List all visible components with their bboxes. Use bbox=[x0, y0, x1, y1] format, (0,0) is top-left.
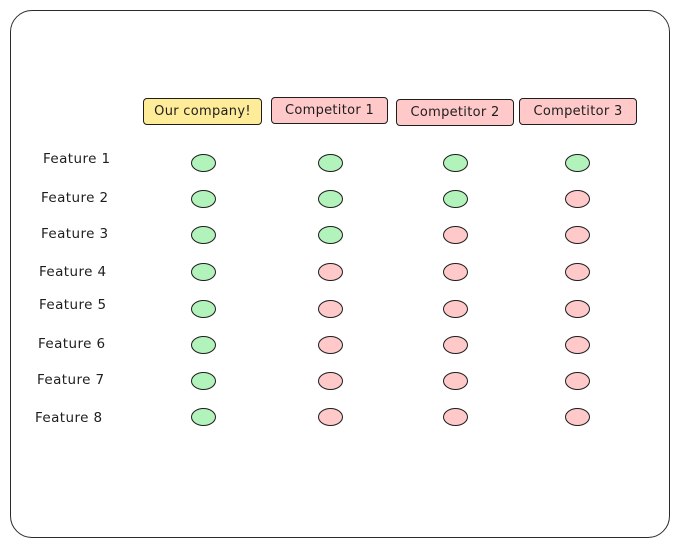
unsupported-indicator-f3-c3 bbox=[442, 226, 468, 244]
feature-label-7: Feature 7 bbox=[37, 372, 105, 388]
feature-label-5: Feature 5 bbox=[39, 297, 107, 313]
supported-indicator-f1-c3 bbox=[442, 154, 468, 172]
feature-label-6: Feature 6 bbox=[38, 336, 106, 352]
unsupported-indicator-f2-c4 bbox=[564, 190, 590, 208]
supported-indicator-f1-c2 bbox=[317, 154, 343, 172]
feature-label-8: Feature 8 bbox=[35, 410, 103, 426]
unsupported-indicator-f7-c2 bbox=[317, 372, 343, 390]
unsupported-indicator-f5-c2 bbox=[317, 300, 343, 318]
unsupported-indicator-f6-c2 bbox=[317, 336, 343, 354]
unsupported-indicator-f4-c4 bbox=[564, 263, 590, 281]
column-header-3: Competitor 2 bbox=[396, 99, 514, 126]
unsupported-indicator-f6-c3 bbox=[442, 336, 468, 354]
unsupported-indicator-f7-c4 bbox=[564, 372, 590, 390]
supported-indicator-f1-c4 bbox=[564, 154, 590, 172]
unsupported-indicator-f8-c2 bbox=[317, 408, 343, 426]
supported-indicator-f2-c2 bbox=[317, 190, 343, 208]
column-header-4: Competitor 3 bbox=[519, 98, 637, 125]
unsupported-indicator-f5-c3 bbox=[442, 300, 468, 318]
column-header-2: Competitor 1 bbox=[271, 97, 388, 124]
unsupported-indicator-f5-c4 bbox=[564, 300, 590, 318]
supported-indicator-f6-c1 bbox=[190, 336, 216, 354]
column-header-1: Our company! bbox=[143, 98, 262, 125]
unsupported-indicator-f4-c3 bbox=[442, 263, 468, 281]
supported-indicator-f2-c1 bbox=[190, 190, 216, 208]
unsupported-indicator-f8-c3 bbox=[442, 408, 468, 426]
supported-indicator-f4-c1 bbox=[190, 263, 216, 281]
feature-label-1: Feature 1 bbox=[43, 151, 111, 167]
supported-indicator-f5-c1 bbox=[190, 300, 216, 318]
unsupported-indicator-f4-c2 bbox=[317, 263, 343, 281]
unsupported-indicator-f6-c4 bbox=[564, 336, 590, 354]
supported-indicator-f1-c1 bbox=[190, 154, 216, 172]
feature-label-4: Feature 4 bbox=[39, 264, 107, 280]
supported-indicator-f3-c2 bbox=[317, 226, 343, 244]
feature-label-3: Feature 3 bbox=[41, 226, 109, 242]
feature-label-2: Feature 2 bbox=[41, 190, 109, 206]
unsupported-indicator-f7-c3 bbox=[442, 372, 468, 390]
supported-indicator-f2-c3 bbox=[442, 190, 468, 208]
supported-indicator-f3-c1 bbox=[190, 226, 216, 244]
supported-indicator-f7-c1 bbox=[190, 372, 216, 390]
unsupported-indicator-f3-c4 bbox=[564, 226, 590, 244]
unsupported-indicator-f8-c4 bbox=[564, 408, 590, 426]
supported-indicator-f8-c1 bbox=[190, 408, 216, 426]
